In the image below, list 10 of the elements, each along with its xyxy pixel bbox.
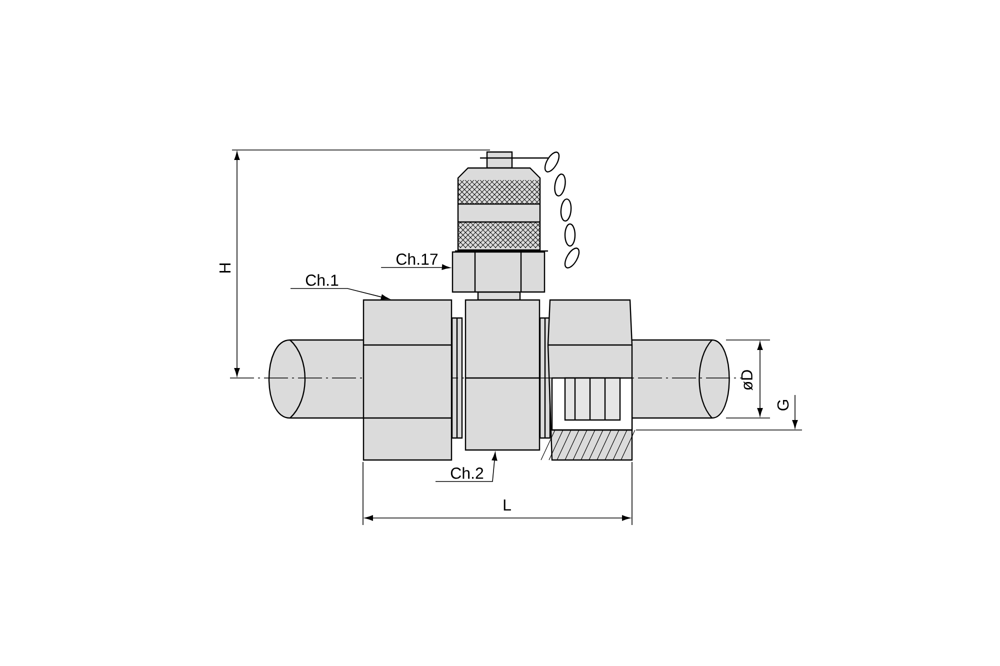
dimension-label: L (504, 500, 511, 511)
part-label: Ch.17 (394, 251, 440, 267)
dimension-label: H (220, 264, 230, 272)
dimension-label: øD (741, 370, 753, 390)
leader-line (380, 264, 450, 270)
leader-line (435, 452, 498, 482)
part-label: Ch.2 (448, 465, 486, 481)
leader-line (290, 288, 390, 300)
part-label: Ch.1 (303, 272, 341, 288)
dimension-label: G (777, 400, 789, 410)
